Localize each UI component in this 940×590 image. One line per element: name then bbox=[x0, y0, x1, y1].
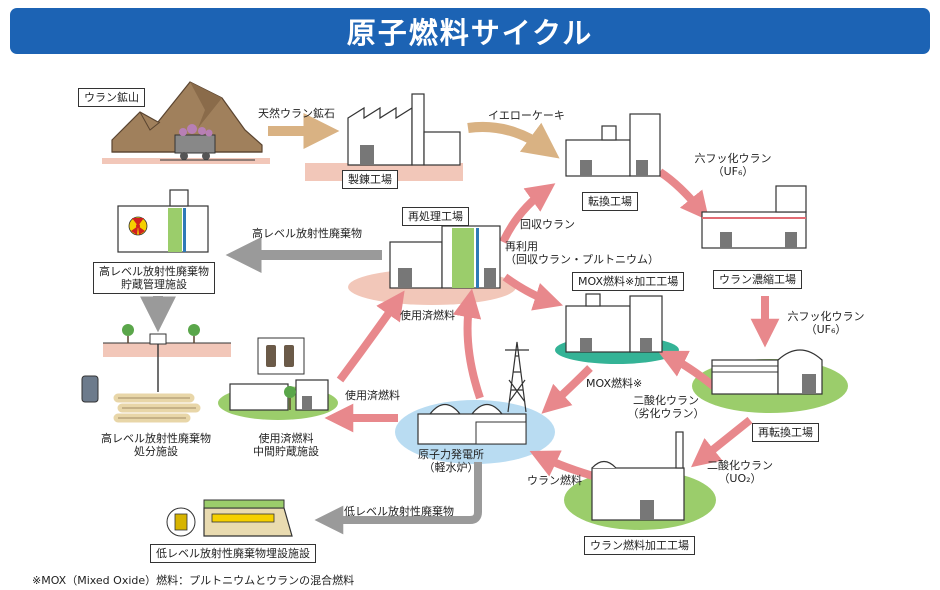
hlw-disposal-illustration bbox=[81, 324, 201, 423]
flow-recovered-uranium: 回収ウラン bbox=[520, 218, 575, 231]
arrow-recycle bbox=[502, 273, 563, 311]
title-banner: 原子燃料サイクル bbox=[10, 8, 930, 54]
flow-natural-ore: 天然ウラン鉱石 bbox=[258, 107, 335, 120]
page-title: 原子燃料サイクル bbox=[346, 16, 594, 50]
flow-uo2: 二酸化ウラン （UO₂） bbox=[707, 459, 773, 485]
arrow-uf6-1 bbox=[657, 168, 710, 221]
reprocessing-illustration bbox=[389, 225, 501, 289]
label-reactor: 原子力発電所 （軽水炉） bbox=[418, 448, 484, 474]
reactor-illustration bbox=[417, 341, 529, 445]
reconversion-illustration bbox=[711, 349, 823, 395]
mine-illustration bbox=[102, 81, 270, 164]
arrow-yellowcake bbox=[467, 121, 560, 159]
label-refinery: 製錬工場 bbox=[342, 170, 398, 189]
conversion-illustration bbox=[565, 113, 661, 177]
label-reconversion: 再転換工場 bbox=[752, 423, 819, 442]
flow-recycle: 再利用 （回収ウラン・プルトニウム） bbox=[505, 240, 659, 266]
flow-hlw: 高レベル放射性廃棄物 bbox=[252, 227, 362, 240]
flow-mox-fuel: MOX燃料※ bbox=[586, 377, 643, 390]
refinery-illustration bbox=[347, 93, 461, 166]
label-reprocessing: 再処理工場 bbox=[402, 207, 469, 226]
llw-disposal-illustration bbox=[166, 499, 293, 537]
arrow-spent-1 bbox=[452, 288, 484, 400]
label-spent-fuel-storage: 使用済燃料 中間貯蔵施設 bbox=[253, 432, 319, 458]
flow-uf6-1: 六フッ化ウラン （UF₆） bbox=[694, 152, 772, 178]
label-enrichment: ウラン濃縮工場 bbox=[713, 270, 802, 289]
footnote: ※MOX（Mixed Oxide）燃料：プルトニウムとウランの混合燃料 bbox=[32, 574, 355, 587]
fabrication-illustration bbox=[591, 431, 685, 521]
flow-spent-fuel-2: 使用済燃料 bbox=[345, 389, 400, 402]
flow-uranium-fuel: ウラン燃料 bbox=[527, 474, 582, 487]
arrow-mox bbox=[541, 365, 593, 414]
label-hlw-storage: 高レベル放射性廃棄物 貯蔵管理施設 bbox=[93, 262, 215, 294]
flow-uf6-2: 六フッ化ウラン （UF₆） bbox=[787, 310, 865, 336]
disposal-ground bbox=[103, 343, 231, 357]
flow-depleted: 二酸化ウラン （劣化ウラン） bbox=[627, 394, 705, 420]
mox-illustration bbox=[565, 293, 663, 353]
label-mox-fabrication: MOX燃料※加工工場 bbox=[572, 272, 685, 291]
arrow-spent-2b bbox=[336, 290, 405, 383]
label-llw-disposal: 低レベル放射性廃棄物埋設施設 bbox=[150, 544, 316, 563]
enrichment-illustration bbox=[701, 185, 807, 249]
arrow-recovered bbox=[499, 183, 556, 244]
spent-storage-illustration bbox=[229, 337, 329, 411]
arrow-uo2 bbox=[691, 416, 753, 468]
label-conversion: 転換工場 bbox=[582, 192, 638, 211]
flow-llw: 低レベル放射性廃棄物 bbox=[344, 505, 454, 518]
label-fuel-fabrication: ウラン燃料加工工場 bbox=[584, 536, 695, 555]
flow-arrows bbox=[140, 113, 780, 535]
flow-yellowcake: イエローケーキ bbox=[488, 109, 565, 122]
label-hlw-disposal: 高レベル放射性廃棄物 処分施設 bbox=[101, 432, 211, 458]
flow-spent-fuel-1: 使用済燃料 bbox=[400, 309, 455, 322]
arrow-llw bbox=[314, 462, 482, 535]
label-mine: ウラン鉱山 bbox=[78, 88, 145, 107]
hlw-storage-illustration bbox=[117, 189, 209, 253]
